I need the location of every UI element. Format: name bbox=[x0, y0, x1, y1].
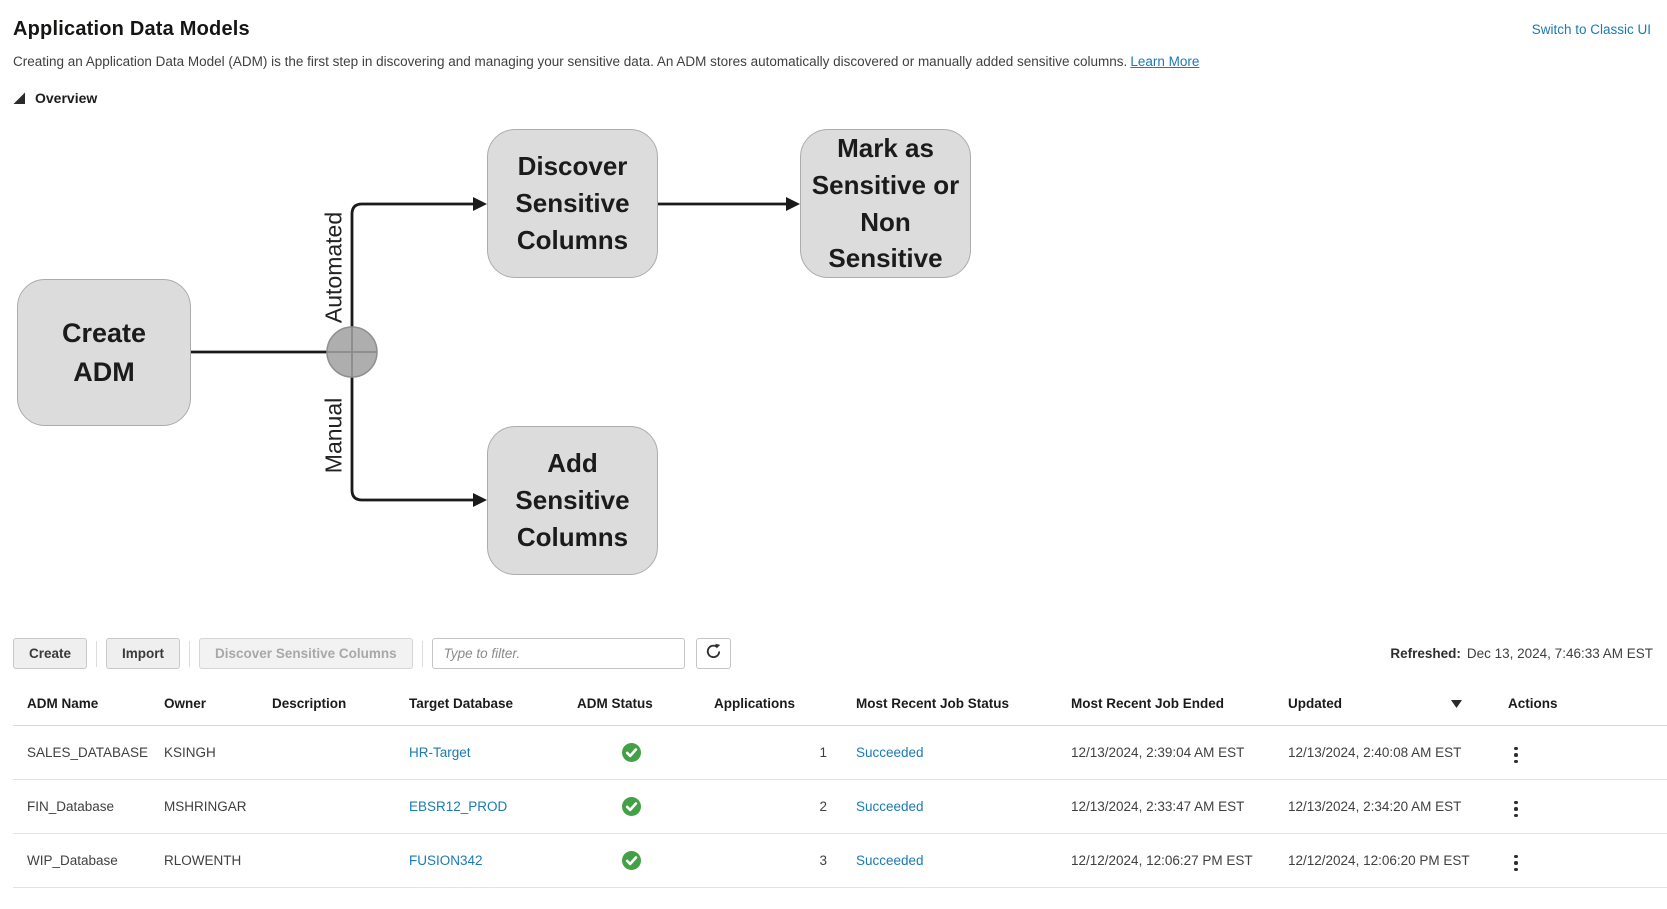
node-text-line: Columns bbox=[516, 521, 629, 552]
target-database-link[interactable]: HR-Target bbox=[409, 745, 471, 760]
table-row: WIP_Database RLOWENTH FUSION342 3 Succee… bbox=[13, 834, 1667, 888]
column-header-job-status[interactable]: Most Recent Job Status bbox=[856, 696, 1010, 711]
adm-status-cell bbox=[563, 851, 700, 870]
adm-table: ADM Name Owner Description Target Databa… bbox=[0, 682, 1667, 888]
sort-descending-icon[interactable] bbox=[1451, 699, 1462, 708]
diagram-node-create-adm: Create ADM bbox=[17, 279, 191, 426]
node-text-line: Sensitive bbox=[515, 485, 630, 516]
applications-cell: 3 bbox=[819, 853, 827, 868]
job-ended-cell: 12/13/2024, 2:39:04 AM EST bbox=[1071, 745, 1245, 760]
adm-status-cell bbox=[563, 797, 700, 816]
discover-sensitive-columns-button[interactable]: Discover Sensitive Columns bbox=[199, 638, 413, 669]
refreshed-label: Refreshed: bbox=[1390, 646, 1461, 661]
owner-cell: RLOWENTH bbox=[164, 853, 242, 868]
column-header-updated[interactable]: Updated bbox=[1274, 696, 1486, 711]
description-text: Creating an Application Data Model (ADM)… bbox=[13, 54, 1128, 69]
diagram-node-mark-sensitive: Mark as Sensitive or Non Sensitive bbox=[800, 129, 971, 278]
page-header: Application Data Models Switch to Classi… bbox=[13, 18, 1651, 41]
node-text-line: Discover bbox=[517, 151, 628, 182]
overview-section-toggle[interactable]: Overview bbox=[13, 90, 1667, 106]
edge-label-automated: Automated bbox=[320, 211, 347, 324]
adm-name-cell: WIP_Database bbox=[27, 853, 118, 868]
page-description: Creating an Application Data Model (ADM)… bbox=[13, 54, 1651, 69]
adm-name-cell: FIN_Database bbox=[27, 799, 115, 814]
adm-status-cell bbox=[563, 743, 700, 762]
target-database-link[interactable]: FUSION342 bbox=[409, 853, 483, 868]
job-ended-cell: 12/13/2024, 2:33:47 AM EST bbox=[1071, 799, 1245, 814]
job-status-link[interactable]: Succeeded bbox=[856, 799, 924, 814]
refreshed-timestamp: Refreshed: Dec 13, 2024, 7:46:33 AM EST bbox=[1390, 646, 1653, 661]
actions-cell bbox=[1486, 792, 1667, 821]
node-text-line: Create bbox=[61, 318, 147, 349]
node-text-line: Sensitive or bbox=[811, 169, 960, 200]
actions-cell bbox=[1486, 738, 1667, 767]
table-toolbar: Create Import Discover Sensitive Columns… bbox=[13, 638, 1653, 669]
applications-cell: 1 bbox=[819, 745, 827, 760]
success-check-icon bbox=[622, 797, 641, 816]
toolbar-separator bbox=[421, 640, 423, 667]
create-button[interactable]: Create bbox=[13, 638, 88, 669]
job-status-cell: Succeeded bbox=[842, 745, 1057, 760]
table-row: SALES_DATABASE KSINGH HR-Target 1 Succee… bbox=[13, 726, 1667, 780]
filter-input[interactable] bbox=[431, 638, 685, 669]
job-status-link[interactable]: Succeeded bbox=[856, 745, 924, 760]
target-database-cell: FUSION342 bbox=[395, 853, 563, 868]
toolbar-separator bbox=[96, 640, 98, 667]
job-status-cell: Succeeded bbox=[842, 799, 1057, 814]
owner-cell: KSINGH bbox=[164, 745, 216, 760]
kebab-menu-icon[interactable] bbox=[1508, 797, 1524, 822]
node-text-line: Sensitive bbox=[515, 188, 630, 219]
owner-cell: MSHRINGAR bbox=[164, 799, 247, 814]
table-row: FIN_Database MSHRINGAR EBSR12_PROD 2 Suc… bbox=[13, 780, 1667, 834]
actions-cell bbox=[1486, 846, 1667, 875]
adm-overview-diagram: Create ADM Discover Sensitive Columns Ma… bbox=[0, 116, 1667, 586]
job-ended-cell: 12/12/2024, 12:06:27 PM EST bbox=[1071, 853, 1253, 868]
column-header-target-database[interactable]: Target Database bbox=[409, 696, 514, 711]
success-check-icon bbox=[622, 851, 641, 870]
column-header-adm-name[interactable]: ADM Name bbox=[27, 696, 99, 711]
adm-name-cell: SALES_DATABASE bbox=[27, 745, 149, 760]
column-header-applications[interactable]: Applications bbox=[714, 696, 796, 711]
job-status-cell: Succeeded bbox=[842, 853, 1057, 868]
node-text-line: Columns bbox=[516, 224, 629, 255]
toolbar-separator bbox=[189, 640, 191, 667]
column-header-description[interactable]: Description bbox=[272, 696, 347, 711]
refresh-icon bbox=[705, 643, 722, 665]
collapse-triangle-icon[interactable] bbox=[13, 92, 26, 105]
kebab-menu-icon[interactable] bbox=[1508, 851, 1524, 876]
overview-section-label: Overview bbox=[35, 90, 98, 106]
updated-cell: 12/13/2024, 2:34:20 AM EST bbox=[1288, 799, 1462, 814]
target-database-link[interactable]: EBSR12_PROD bbox=[409, 799, 508, 814]
updated-cell: 12/13/2024, 2:40:08 AM EST bbox=[1288, 745, 1462, 760]
column-header-owner[interactable]: Owner bbox=[164, 696, 207, 711]
column-header-adm-status[interactable]: ADM Status bbox=[577, 696, 653, 711]
job-status-link[interactable]: Succeeded bbox=[856, 853, 924, 868]
node-text-line: Add bbox=[547, 448, 598, 479]
node-text-line: Mark as bbox=[837, 132, 934, 163]
page-title: Application Data Models bbox=[13, 18, 250, 40]
updated-cell: 12/12/2024, 12:06:20 PM EST bbox=[1288, 853, 1470, 868]
table-header-row: ADM Name Owner Description Target Databa… bbox=[13, 682, 1667, 726]
target-database-cell: EBSR12_PROD bbox=[395, 799, 563, 814]
kebab-menu-icon[interactable] bbox=[1508, 743, 1524, 768]
learn-more-link[interactable]: Learn More bbox=[1130, 54, 1200, 69]
edge-label-manual: Manual bbox=[320, 397, 347, 474]
refreshed-value: Dec 13, 2024, 7:46:33 AM EST bbox=[1466, 646, 1653, 661]
column-header-job-ended[interactable]: Most Recent Job Ended bbox=[1071, 696, 1225, 711]
switch-to-classic-ui-link[interactable]: Switch to Classic UI bbox=[1531, 22, 1651, 37]
import-button[interactable]: Import bbox=[106, 638, 181, 669]
applications-cell: 2 bbox=[819, 799, 827, 814]
diagram-node-add-sensitive-columns: Add Sensitive Columns bbox=[487, 426, 658, 575]
refresh-button[interactable] bbox=[695, 638, 731, 669]
node-text-line: ADM bbox=[73, 356, 135, 387]
diagram-connectors bbox=[191, 197, 800, 507]
node-text-line: Non Sensitive bbox=[828, 206, 943, 274]
success-check-icon bbox=[622, 743, 641, 762]
junction-node-icon bbox=[326, 326, 378, 378]
updated-header-label: Updated bbox=[1288, 696, 1342, 711]
target-database-cell: HR-Target bbox=[395, 745, 563, 760]
column-header-actions: Actions bbox=[1508, 696, 1558, 711]
diagram-node-discover-sensitive-columns: Discover Sensitive Columns bbox=[487, 129, 658, 278]
